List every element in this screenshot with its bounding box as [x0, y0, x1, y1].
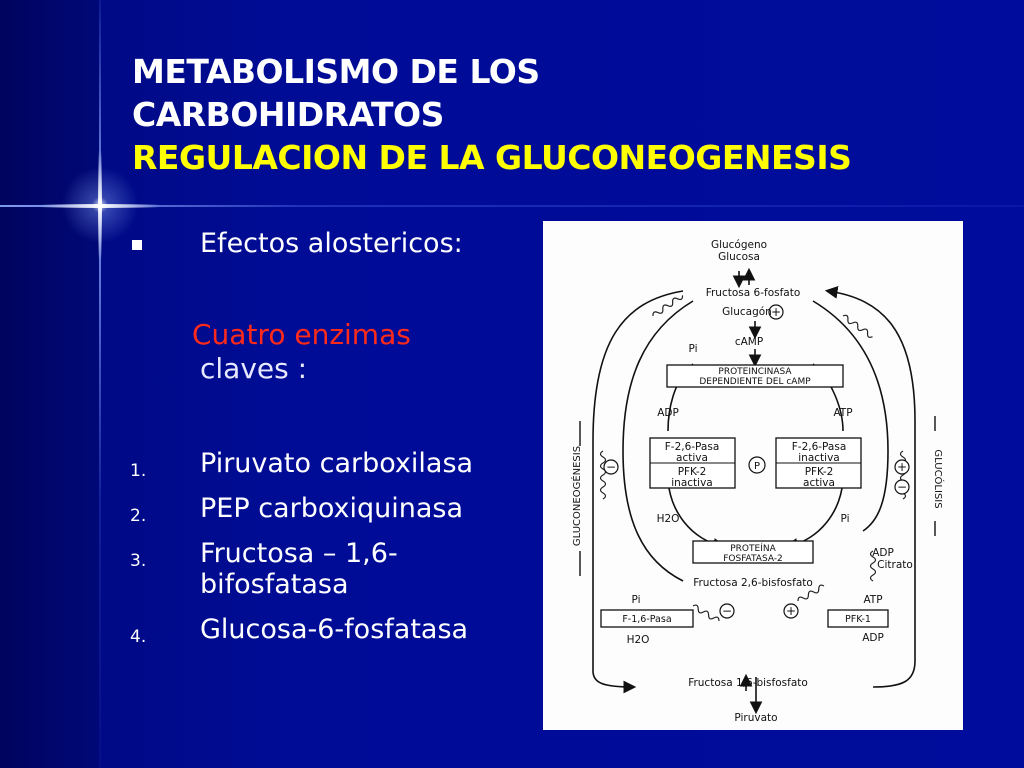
f16pasa-box — [600, 609, 694, 628]
enzyme-number: 3. — [130, 551, 147, 571]
label-pfk2-inactiva-1: PFK-2 — [678, 466, 707, 478]
left-band — [0, 0, 100, 768]
label-p: P — [754, 461, 760, 472]
subheading: Cuatro enzimas claves : — [192, 318, 411, 386]
label-f16bp: Fructosa 1,6-bisfosfato — [688, 677, 808, 689]
label-pi-mid: Pi — [840, 513, 849, 525]
label-pi-top: Pi — [688, 343, 697, 355]
label-citrato: Citrato — [877, 559, 913, 571]
label-pfk2-activa-2: activa — [803, 477, 835, 489]
bullet-item: Efectos alostericos: — [130, 228, 463, 259]
label-f26bp: Fructosa 2,6-bisfosfato — [693, 577, 813, 589]
label-pfk2-activa-1: PFK-2 — [805, 466, 834, 478]
label-f26pasa-inactiva-1: F-2,6-Pasa — [792, 441, 847, 453]
label-phosphatase-1: PROTEÍNA — [730, 542, 776, 554]
phosphatase-box — [692, 540, 814, 564]
label-atp-bottom: ATP — [863, 594, 882, 606]
label-adp-bottom: ADP — [862, 632, 884, 644]
plus-icon: + — [786, 604, 796, 618]
label-glucosa: Glucosa — [718, 251, 760, 263]
label-adp-mid: ADP — [872, 547, 894, 559]
label-pfk1: PFK-1 — [845, 614, 871, 625]
label-h2o-bottom: H2O — [627, 634, 650, 646]
enzyme-text: Fructosa – 1,6-bifosfatasa — [200, 538, 398, 600]
label-f6p: Fructosa 6-fosfato — [706, 287, 801, 299]
label-glucogeno: Glucógeno — [711, 239, 767, 251]
label-camp: cAMP — [735, 336, 763, 348]
label-pi-bottom: Pi — [631, 594, 640, 606]
label-pfk2-inactiva-2: inactiva — [671, 477, 712, 489]
minus-icon: − — [897, 480, 907, 494]
label-proteinkinase-1: PROTEINCINASA — [718, 367, 792, 377]
enzyme-list: 1. Piruvato carboxilasa 2. PEP carboxiquin… — [130, 448, 473, 659]
subheading-line-2: claves : — [200, 352, 308, 385]
enzyme-item: 2. PEP carboxiquinasa — [130, 493, 473, 526]
enzyme-number: 4. — [130, 627, 147, 647]
label-gluconeogenesis: GLUCONEOGÉNESIS — [570, 446, 583, 546]
label-f26pasa-inactiva-2: inactiva — [798, 452, 839, 464]
subheading-line-1: Cuatro enzimas — [192, 318, 411, 351]
enzyme-number: 2. — [130, 506, 147, 526]
diagram-svg: Glucógeno Glucosa Fructosa 6-fosfato Glu… — [570, 239, 945, 724]
protein-kinase-box — [666, 364, 844, 388]
label-phosphatase-2: FOSFATASA-2 — [723, 554, 783, 564]
label-proteinkinase-2: DEPENDIENTE DEL cAMP — [699, 377, 811, 387]
plus-icon: + — [897, 460, 907, 474]
enzyme-item: 1. Piruvato carboxilasa — [130, 448, 474, 481]
title-line-2: CARBOHIDRATOS — [132, 95, 444, 134]
minus-icon: − — [722, 604, 732, 618]
label-glucolisis: GLUCÓLISIS — [932, 449, 945, 508]
label-f26pasa-activa-1: F-2,6-Pasa — [665, 441, 720, 453]
enzyme-item: 3. Fructosa – 1,6-bifosfatasa — [130, 538, 460, 600]
minus-icon: − — [606, 460, 616, 474]
slide-title: METABOLISMO DE LOS CARBOHIDRATOS REGULAC… — [132, 50, 1012, 179]
label-glucagon: Glucagón — [722, 306, 772, 318]
label-h2o-mid: H2O — [657, 513, 680, 525]
label-adp-top: ADP — [657, 407, 679, 419]
enzyme-number: 1. — [130, 461, 147, 481]
label-piruvato: Piruvato — [734, 712, 777, 724]
lens-flare-vertical — [98, 150, 102, 260]
label-f16pasa: F-1,6-Pasa — [622, 614, 671, 625]
square-bullet-icon — [132, 239, 142, 250]
label-atp-top: ATP — [833, 407, 852, 419]
horizontal-rule — [0, 205, 1024, 207]
enzyme-text: PEP carboxiquinasa — [200, 493, 464, 524]
label-f26pasa-activa-2: activa — [676, 452, 708, 464]
bullet-text: Efectos alostericos: — [200, 228, 463, 259]
enzyme-text: Glucosa-6-fosfatasa — [200, 614, 469, 645]
pfk1-box — [827, 609, 889, 628]
plus-icon: + — [771, 305, 781, 319]
regulation-diagram: Glucógeno Glucosa Fructosa 6-fosfato Glu… — [543, 221, 963, 730]
enzyme-text: Piruvato carboxilasa — [200, 448, 474, 479]
title-line-1: METABOLISMO DE LOS — [132, 52, 540, 91]
title-line-3: REGULACION DE LA GLUCONEOGENESIS — [132, 138, 852, 177]
vertical-rule — [99, 0, 101, 768]
enzyme-item: 4. Glucosa-6-fosfatasa — [130, 614, 473, 647]
